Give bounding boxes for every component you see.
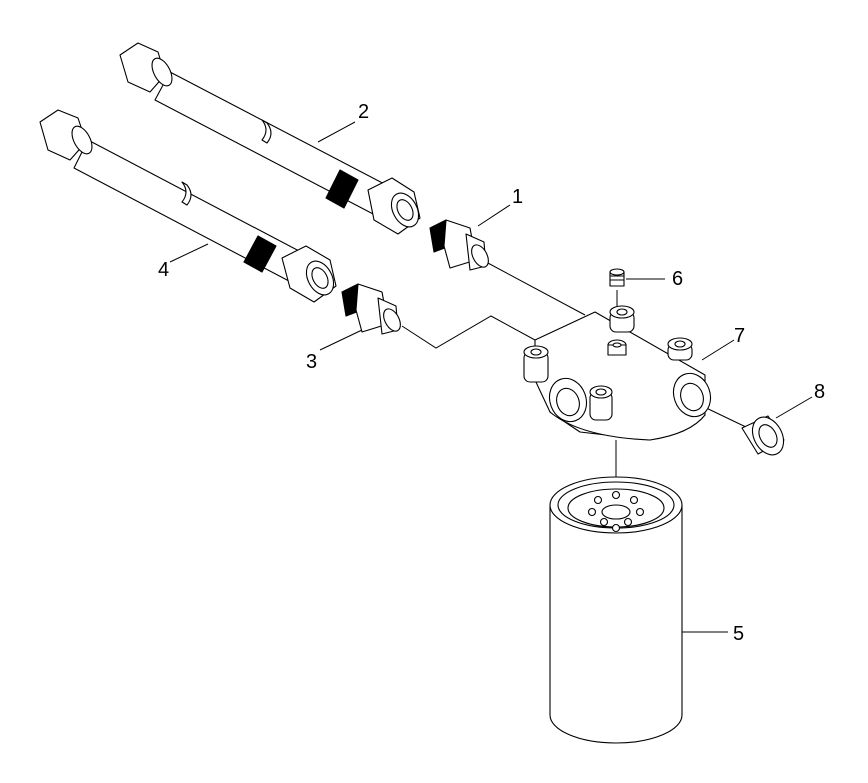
callout-8: 8 bbox=[814, 381, 825, 403]
hose-upper bbox=[119, 42, 421, 235]
filter-element bbox=[549, 476, 683, 744]
plug-small bbox=[609, 268, 625, 287]
callout-2: 2 bbox=[358, 101, 369, 123]
callout-7: 7 bbox=[734, 325, 745, 347]
cap bbox=[741, 415, 785, 456]
callout-leaders bbox=[169, 121, 813, 633]
hose-lower bbox=[39, 109, 337, 303]
callout-1: 1 bbox=[512, 186, 523, 208]
callout-4: 4 bbox=[158, 259, 169, 281]
adapter-fitting-upper bbox=[429, 219, 489, 271]
adapter-fitting-lower bbox=[341, 283, 401, 335]
filter-head bbox=[523, 305, 712, 441]
callout-6: 6 bbox=[672, 268, 683, 290]
callout-5: 5 bbox=[733, 623, 744, 645]
callout-3: 3 bbox=[306, 351, 317, 373]
